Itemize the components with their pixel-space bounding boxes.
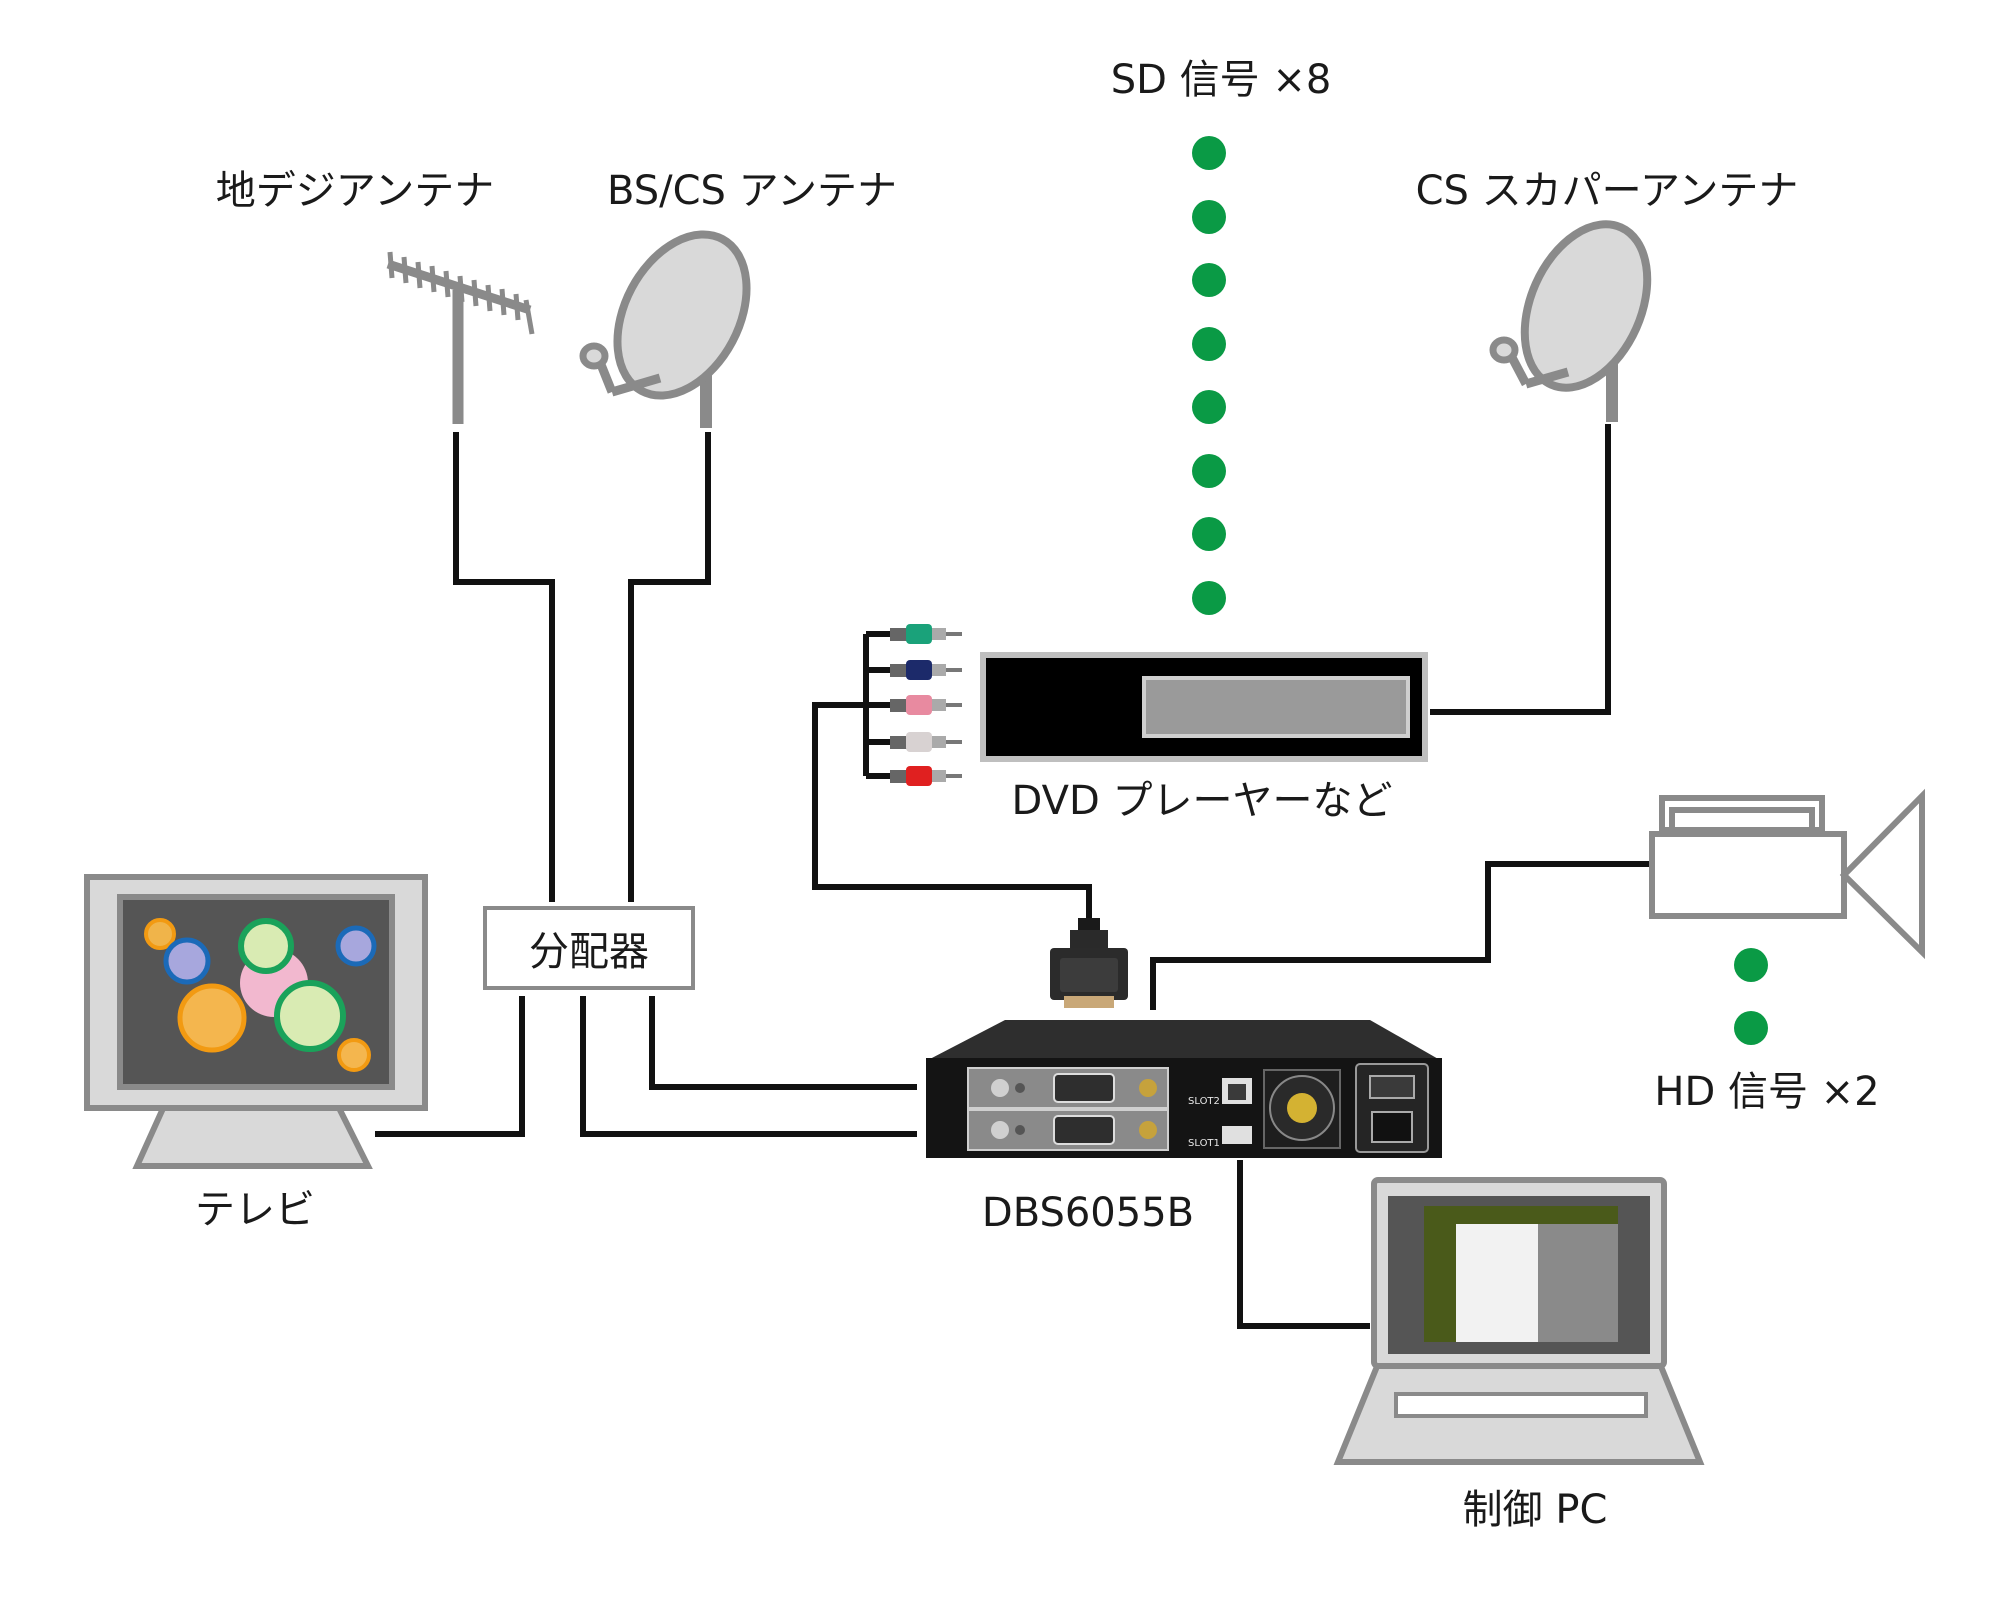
terrestrial-antenna-icon xyxy=(386,251,535,424)
laptop-icon xyxy=(1333,1177,1705,1465)
sd-dot xyxy=(1192,327,1226,361)
tv-screen-bubbles xyxy=(144,918,377,1072)
sd-signal-dots xyxy=(1192,136,1226,615)
sd-dot xyxy=(1192,454,1226,488)
terrestrial-antenna-label: 地デジアンテナ xyxy=(215,168,495,214)
sd-dot xyxy=(1192,200,1226,234)
rca-plug-white xyxy=(890,732,962,752)
rca-plug-pink xyxy=(890,695,962,715)
splitter-label: 分配器 xyxy=(529,929,649,975)
tv-label: テレビ xyxy=(195,1187,315,1233)
power-inlet-icon xyxy=(1355,1063,1429,1153)
cs-dish-icon xyxy=(1489,220,1652,422)
dsub-connector-icon xyxy=(1050,918,1128,1008)
cables xyxy=(375,424,1652,1329)
dbs6055b-device: SLOT2 SLOT1 xyxy=(926,1020,1442,1158)
sd-dot xyxy=(1192,581,1226,615)
rca-plugs xyxy=(890,624,962,786)
serial-port-icon xyxy=(1222,1126,1252,1144)
device-slot-2: SLOT2 xyxy=(967,1067,1220,1109)
dvd-player-label: DVD プレーヤーなど xyxy=(1011,778,1393,824)
av-bracket xyxy=(863,631,890,779)
sd-dot xyxy=(1192,136,1226,170)
pc-screen-ui xyxy=(1424,1206,1618,1342)
cs-antenna-label: CS スカパーアンテナ xyxy=(1415,168,1799,214)
cable-bscs-to-splitter xyxy=(628,432,711,902)
cable-dvd-to-cs-antenna xyxy=(1430,424,1611,715)
slot1-label: SLOT1 xyxy=(1188,1138,1220,1149)
dvd-player-icon xyxy=(980,652,1428,762)
cable-camera-to-device xyxy=(1150,861,1652,1010)
hd-dot xyxy=(1734,1011,1768,1045)
cable-av-to-dsub xyxy=(812,702,1092,920)
cable-device-to-pc xyxy=(1237,1160,1370,1329)
bscs-antenna-label: BS/CS アンテナ xyxy=(606,168,898,214)
hd-signal-label: HD 信号 ×2 xyxy=(1654,1069,1880,1115)
cable-splitter-to-device-2 xyxy=(649,996,917,1090)
rca-plug-green xyxy=(890,624,962,644)
hd-signal-dots xyxy=(1734,948,1768,1045)
splitter-box: 分配器 xyxy=(483,906,695,990)
sd-dot xyxy=(1192,263,1226,297)
video-camera-icon xyxy=(1649,788,1925,960)
tv-icon xyxy=(84,874,428,1169)
cable-terrestrial-to-splitter xyxy=(453,432,555,902)
cable-splitter-to-tv xyxy=(375,996,525,1137)
cooling-fan-icon xyxy=(1263,1069,1341,1149)
sd-dot xyxy=(1192,517,1226,551)
device-slot-1: SLOT1 xyxy=(967,1109,1220,1151)
sd-dot xyxy=(1192,390,1226,424)
device-label: DBS6055B xyxy=(981,1190,1195,1236)
cable-splitter-to-device-1 xyxy=(580,996,917,1137)
rca-plug-red xyxy=(890,766,962,786)
rca-plug-blue xyxy=(890,660,962,680)
control-pc-label: 制御 PC xyxy=(1462,1487,1608,1533)
slot2-label: SLOT2 xyxy=(1188,1096,1220,1107)
bscs-dish-icon xyxy=(579,230,751,428)
sd-signal-label: SD 信号 ×8 xyxy=(1110,57,1332,103)
hd-dot xyxy=(1734,948,1768,982)
